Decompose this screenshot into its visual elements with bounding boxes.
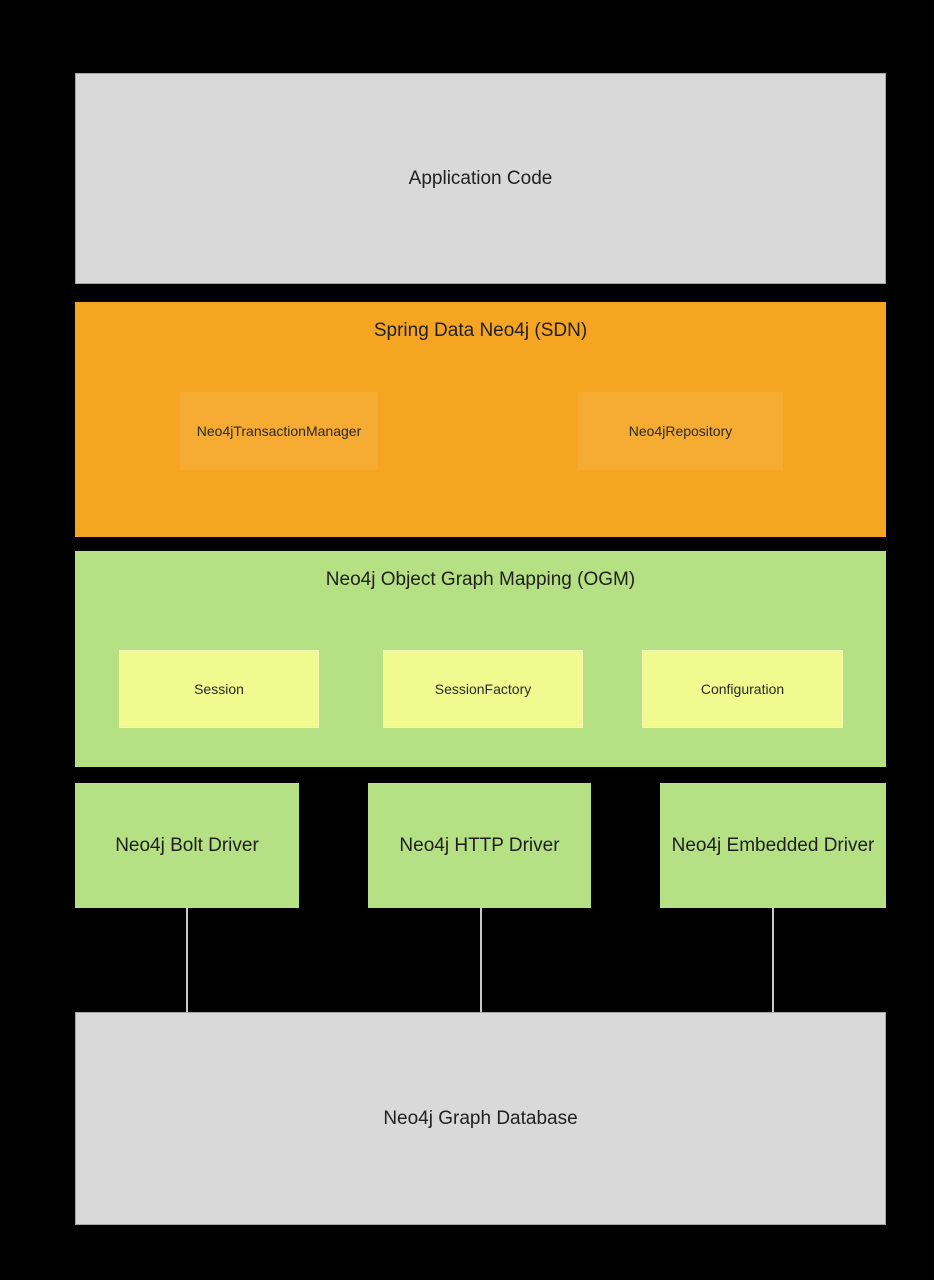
ogm-configuration-box: Configuration xyxy=(642,650,843,728)
sdn-transaction-manager-box: Neo4jTransactionManager xyxy=(180,392,378,470)
http-driver-connector-line xyxy=(480,908,482,1012)
bolt-driver-connector-line xyxy=(186,908,188,1012)
bolt-driver-label: Neo4j Bolt Driver xyxy=(115,834,259,856)
sdn-transaction-manager-label: Neo4jTransactionManager xyxy=(196,423,362,439)
graph-database-box: Neo4j Graph Database xyxy=(75,1012,886,1225)
sdn-layer-title: Spring Data Neo4j (SDN) xyxy=(373,320,588,341)
embedded-driver-label: Neo4j Embedded Driver xyxy=(671,834,875,856)
ogm-layer-title: Neo4j Object Graph Mapping (OGM) xyxy=(325,569,636,590)
ogm-session-factory-label: SessionFactory xyxy=(434,681,532,697)
sdn-repository-label: Neo4jRepository xyxy=(628,423,733,439)
application-code-label: Application Code xyxy=(408,167,553,189)
application-code-box: Application Code xyxy=(75,73,886,284)
sdn-repository-box: Neo4jRepository xyxy=(578,392,783,470)
embedded-driver-box: Neo4j Embedded Driver xyxy=(660,783,886,908)
sdn-layer-box: Spring Data Neo4j (SDN) Neo4jTransaction… xyxy=(75,302,886,537)
ogm-configuration-label: Configuration xyxy=(700,681,785,697)
ogm-session-box: Session xyxy=(119,650,319,728)
bolt-driver-box: Neo4j Bolt Driver xyxy=(75,783,299,908)
http-driver-label: Neo4j HTTP Driver xyxy=(399,834,560,856)
ogm-session-factory-box: SessionFactory xyxy=(383,650,583,728)
ogm-session-label: Session xyxy=(194,681,244,697)
embedded-driver-connector-line xyxy=(772,908,774,1012)
graph-database-label: Neo4j Graph Database xyxy=(383,1107,578,1129)
ogm-layer-box: Neo4j Object Graph Mapping (OGM) Session… xyxy=(75,551,886,767)
http-driver-box: Neo4j HTTP Driver xyxy=(368,783,591,908)
